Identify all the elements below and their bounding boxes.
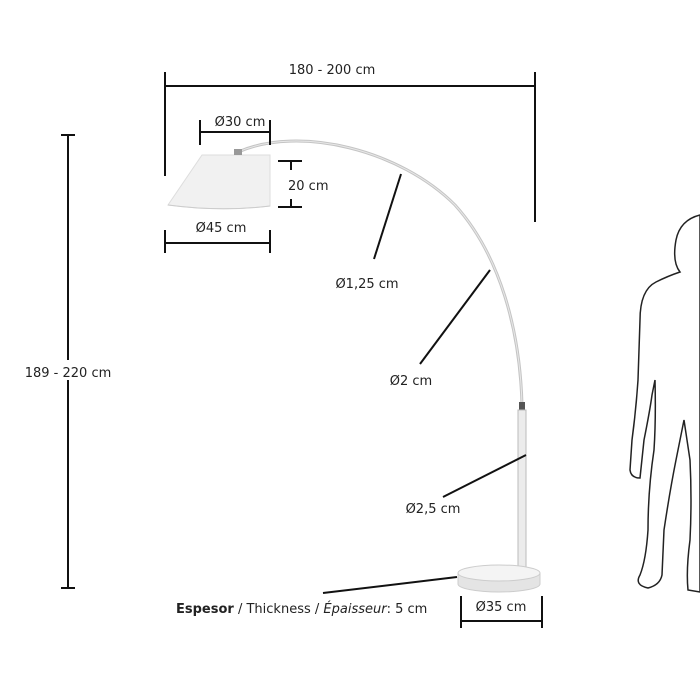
thickness-label: Espesor / Thickness / Épaisseur: 5 cm — [176, 601, 427, 617]
base-dimension: Ø35 cm — [460, 596, 543, 628]
base-diameter-label: Ø35 cm — [476, 600, 527, 615]
overall-width-dimension: 180 - 200 cm — [164, 63, 536, 222]
overall-height-label: 189 - 220 cm — [25, 366, 112, 381]
shade-bottom-dimension: Ø45 cm — [164, 221, 271, 253]
lamp-arc — [237, 139, 524, 406]
pole-joint — [519, 402, 525, 410]
pole-diameter-label: Ø2,5 cm — [406, 502, 461, 517]
arc-upper-diameter-label: Ø1,25 cm — [335, 277, 398, 292]
overall-width-label: 180 - 200 cm — [289, 63, 376, 78]
lamp-pole — [517, 409, 527, 569]
shade-height-dimension: 20 cm — [278, 160, 329, 208]
lamp-shade — [167, 149, 271, 210]
shade-height-label: 20 cm — [288, 179, 329, 194]
arc-middle-diameter-label: Ø2 cm — [390, 374, 432, 389]
person-silhouette — [629, 214, 700, 593]
shade-top-dimension: Ø30 cm — [199, 115, 271, 145]
overall-height-dimension: 189 - 220 cm — [20, 134, 116, 589]
shade-top-diameter-label: Ø30 cm — [215, 115, 266, 130]
marble-base — [457, 564, 541, 593]
shade-bottom-diameter-label: Ø45 cm — [196, 221, 247, 236]
